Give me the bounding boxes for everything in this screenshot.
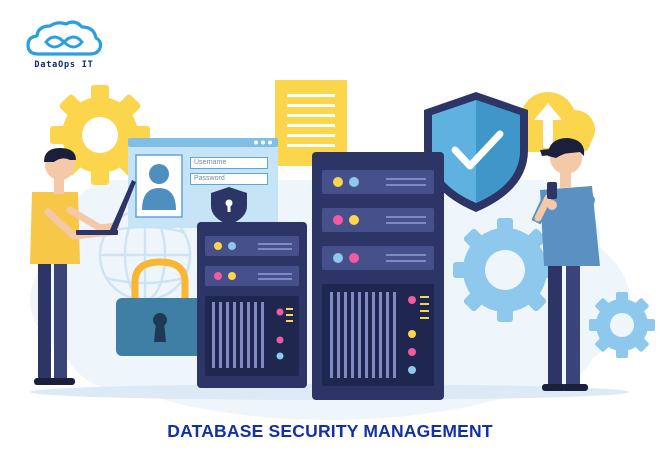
server-rack-icon	[197, 222, 307, 388]
laptop-icon	[76, 180, 136, 235]
document-icon	[275, 80, 347, 166]
person-with-laptop	[30, 148, 136, 385]
server-rack-icon	[312, 152, 444, 400]
person-with-phone	[531, 138, 600, 391]
gear-icon	[50, 85, 150, 185]
password-field: Password	[190, 173, 268, 185]
shield-check-icon	[424, 92, 528, 212]
gear-icon	[589, 292, 655, 358]
smartphone-icon	[547, 182, 557, 199]
username-field: Username	[190, 157, 268, 169]
padlock-icon	[116, 258, 204, 356]
brand-name: DataOps IT	[34, 60, 94, 70]
gear-icon	[453, 218, 557, 322]
shield-lock-icon	[211, 187, 247, 225]
page-headline: DATABASE SECURITY MANAGEMENT	[167, 421, 493, 441]
brand-logo: DataOps IT	[24, 18, 104, 76]
user-avatar-icon	[142, 164, 176, 210]
cloud-infinity-icon	[26, 20, 103, 56]
